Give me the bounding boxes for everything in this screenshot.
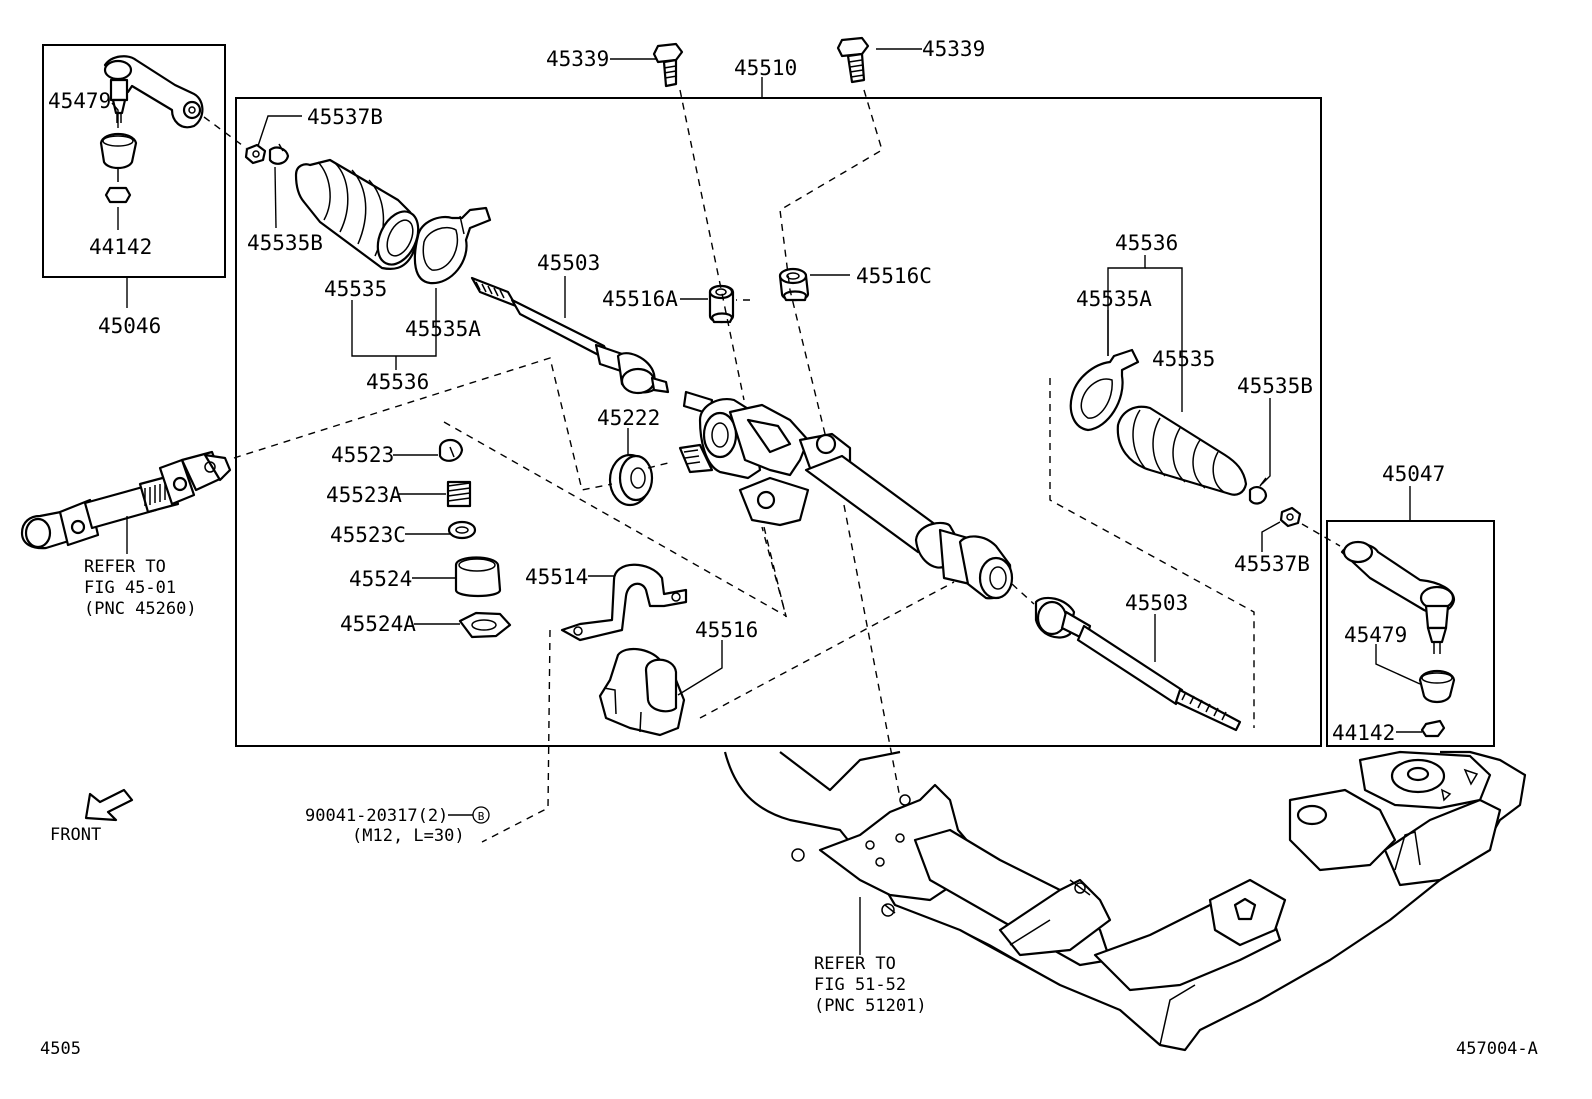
label-45339-left: 45339 — [546, 47, 609, 71]
label-45535-left: 45535 — [324, 277, 387, 301]
label-45516A: 45516A — [602, 287, 678, 311]
ref-crossmember-line3: (PNC 51201) — [814, 996, 927, 1016]
label-45535-right: 45535 — [1152, 347, 1215, 371]
label-45046: 45046 — [98, 314, 161, 338]
label-45339-right: 45339 — [922, 37, 985, 61]
label-45535B-left: 45535B — [247, 231, 323, 255]
label-45524: 45524 — [349, 567, 412, 591]
left-boot-group — [244, 143, 492, 285]
leader-lines — [111, 48, 1422, 955]
front-label: FRONT — [50, 825, 101, 845]
main-assembly-box — [235, 97, 1322, 747]
bolt-45339-left — [652, 42, 684, 88]
label-45222: 45222 — [597, 406, 660, 430]
bolt-part-number: 90041-20317(2) — [305, 806, 448, 826]
label-45535A-left: 45535A — [405, 317, 481, 341]
label-45537B-right: 45537B — [1234, 552, 1310, 576]
figure-number: 457004-A — [1456, 1039, 1538, 1059]
ref-steering-line1: REFER TO — [84, 557, 166, 577]
label-45536-right: 45536 — [1115, 231, 1178, 255]
label-45523A: 45523A — [326, 483, 402, 507]
grommet-45516C — [778, 267, 810, 302]
label-45047: 45047 — [1382, 462, 1445, 486]
ref-steering-line3: (PNC 45260) — [84, 599, 197, 619]
front-arrow-icon — [84, 788, 134, 822]
label-45516: 45516 — [695, 618, 758, 642]
tie-rod-end-box-left — [42, 44, 226, 278]
label-45503-left: 45503 — [537, 251, 600, 275]
steering-rack-housing — [678, 390, 1014, 600]
inner-tie-rod-left — [470, 276, 670, 395]
grommet-45516A — [708, 284, 735, 324]
part-labels: 45479 44142 45046 45339 45510 45339 4553… — [40, 37, 1538, 1059]
rack-bracket-45514 — [560, 563, 688, 642]
page-number: 4505 — [40, 1039, 81, 1059]
label-45536-left: 45536 — [366, 370, 429, 394]
label-45510: 45510 — [734, 56, 797, 80]
label-45503-right: 45503 — [1125, 591, 1188, 615]
label-45537B-left: 45537B — [307, 105, 383, 129]
label-45523C: 45523C — [330, 523, 406, 547]
tie-rod-end-left — [99, 55, 204, 204]
label-44142-right: 44142 — [1332, 721, 1395, 745]
bolt-ref-letter: B — [478, 810, 485, 823]
rack-bushing-45516 — [598, 647, 686, 737]
rack-guide-parts — [438, 438, 512, 639]
tie-rod-end-right — [1340, 540, 1456, 738]
bolt-ref-circle — [472, 806, 490, 824]
label-45516C: 45516C — [856, 264, 932, 288]
bolt-spec: (M12, L=30) — [352, 826, 465, 846]
label-45535A-right: 45535A — [1076, 287, 1152, 311]
inner-tie-rod-right — [1034, 596, 1242, 732]
bolt-45339-right — [836, 36, 870, 84]
label-45514: 45514 — [525, 565, 588, 589]
intermediate-shaft — [20, 450, 232, 550]
dust-seal-45222 — [608, 453, 654, 507]
right-boot-group — [1069, 348, 1302, 528]
dashed-lines — [203, 89, 1341, 843]
label-45535B-right: 45535B — [1237, 374, 1313, 398]
ref-steering-line2: FIG 45-01 — [84, 578, 176, 598]
ref-crossmember-line2: FIG 51-52 — [814, 975, 906, 995]
label-45524A: 45524A — [340, 612, 416, 636]
front-crossmember — [723, 750, 1527, 1052]
label-45479-right: 45479 — [1344, 623, 1407, 647]
label-45479-left: 45479 — [48, 89, 111, 113]
label-44142-left: 44142 — [89, 235, 152, 259]
ref-crossmember-line1: REFER TO — [814, 954, 896, 974]
label-45523: 45523 — [331, 443, 394, 467]
